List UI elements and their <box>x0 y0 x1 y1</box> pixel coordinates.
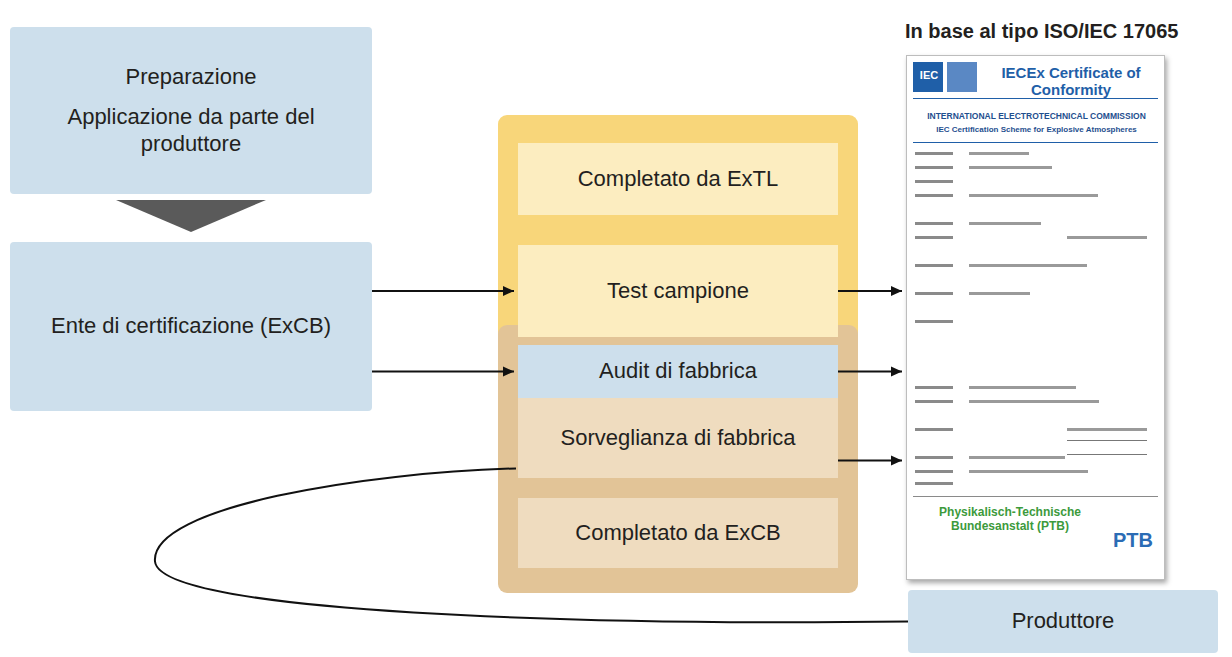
step-box: Completato da ExTL <box>518 143 838 215</box>
certificate-mark <box>915 194 953 197</box>
certificate-illustration <box>907 56 1164 579</box>
certificate-mark <box>915 222 953 225</box>
certificate-mark <box>969 166 1052 169</box>
box-label: Applicazione da parte del produttore <box>22 104 360 157</box>
certificate-heading: INTERNATIONAL ELECTROTECHNICAL COMMISSIO… <box>913 112 1160 122</box>
certificate-mark <box>1067 236 1147 239</box>
arrow-head <box>891 455 902 465</box>
logo-text: IEC <box>914 69 944 82</box>
certificate-mark <box>915 456 953 459</box>
certificate-mark <box>915 166 953 169</box>
certificate-mark <box>1067 440 1147 441</box>
step-box: Completato da ExCB <box>518 498 838 568</box>
certificate-mark <box>969 292 1030 295</box>
connector <box>838 367 902 377</box>
certificate-mark <box>969 470 1088 473</box>
arrow-head <box>891 286 902 296</box>
certificate-mark <box>915 264 953 267</box>
process-box: Ente di certificazione (ExCB) <box>10 242 372 411</box>
certificate-mark <box>969 194 1098 197</box>
box-label: Completato da ExTL <box>578 166 779 192</box>
connector <box>372 367 514 377</box>
flow-chevron <box>116 200 266 232</box>
box-label: Audit di fabbrica <box>599 358 757 384</box>
certificate-mark <box>969 152 1029 155</box>
certificate-mark <box>915 428 953 431</box>
certificate-mark <box>915 400 953 403</box>
certificate-mark <box>915 482 953 485</box>
connector-line <box>372 290 514 292</box>
connector-line <box>372 371 514 373</box>
excb-panel <box>498 325 858 593</box>
arrow-head <box>503 286 514 296</box>
connector <box>155 468 908 622</box>
process-box: Produttore <box>908 590 1218 653</box>
step-box: Sorveglianza di fabbrica <box>518 398 838 478</box>
connector <box>372 286 514 296</box>
certificate-mark <box>915 292 953 295</box>
arrow-head <box>891 367 902 377</box>
certificate-mark <box>913 496 1158 497</box>
connector-line <box>155 468 908 622</box>
certificate-mark <box>969 264 1087 267</box>
box-label: Test campione <box>607 278 749 304</box>
scheme-note: In base al tipo ISO/IEC 17065 <box>905 20 1178 43</box>
chevron-shape <box>116 200 266 232</box>
certificate-mark <box>969 400 1099 403</box>
process-box: PreparazioneApplicazione da parte del pr… <box>10 27 372 194</box>
certificate-mark <box>915 470 953 473</box>
box-label: Preparazione <box>126 64 257 90</box>
certificate-mark <box>969 456 1065 459</box>
box-label: Ente di certificazione (ExCB) <box>51 313 331 339</box>
certificate-mark <box>915 320 953 323</box>
certificate-mark <box>913 62 943 92</box>
certificate-title: IECEx Certificate of Conformity <box>985 64 1157 99</box>
certificate-mark <box>915 152 953 155</box>
box-label: Sorveglianza di fabbrica <box>561 425 796 451</box>
certificate-subheading: IEC Certification Scheme for Explosive A… <box>913 125 1160 134</box>
certificate-mark <box>947 62 977 92</box>
logo-text: PTB <box>1113 528 1153 552</box>
box-label: Completato da ExCB <box>575 520 780 546</box>
extl-panel <box>498 115 858 345</box>
certificate-mark <box>913 142 1158 143</box>
certificate-mark <box>1067 454 1147 455</box>
certificate-mark <box>915 236 953 239</box>
certificate-mark <box>969 386 1076 389</box>
step-box: Audit di fabbrica <box>518 345 838 398</box>
arrow-head <box>503 367 514 377</box>
connector <box>838 286 902 296</box>
box-label: Produttore <box>1012 608 1115 634</box>
step-box: Test campione <box>518 245 838 337</box>
certificate-mark <box>915 386 953 389</box>
issuer-name: Physikalisch-Technische Bundesanstalt (P… <box>915 506 1105 534</box>
certificate-document: IECEx Certificate of ConformityINTERNATI… <box>906 55 1165 580</box>
certificate-mark <box>969 222 1041 225</box>
connector <box>838 455 902 465</box>
certificate-mark <box>1067 428 1147 431</box>
certificate-mark <box>915 180 953 183</box>
